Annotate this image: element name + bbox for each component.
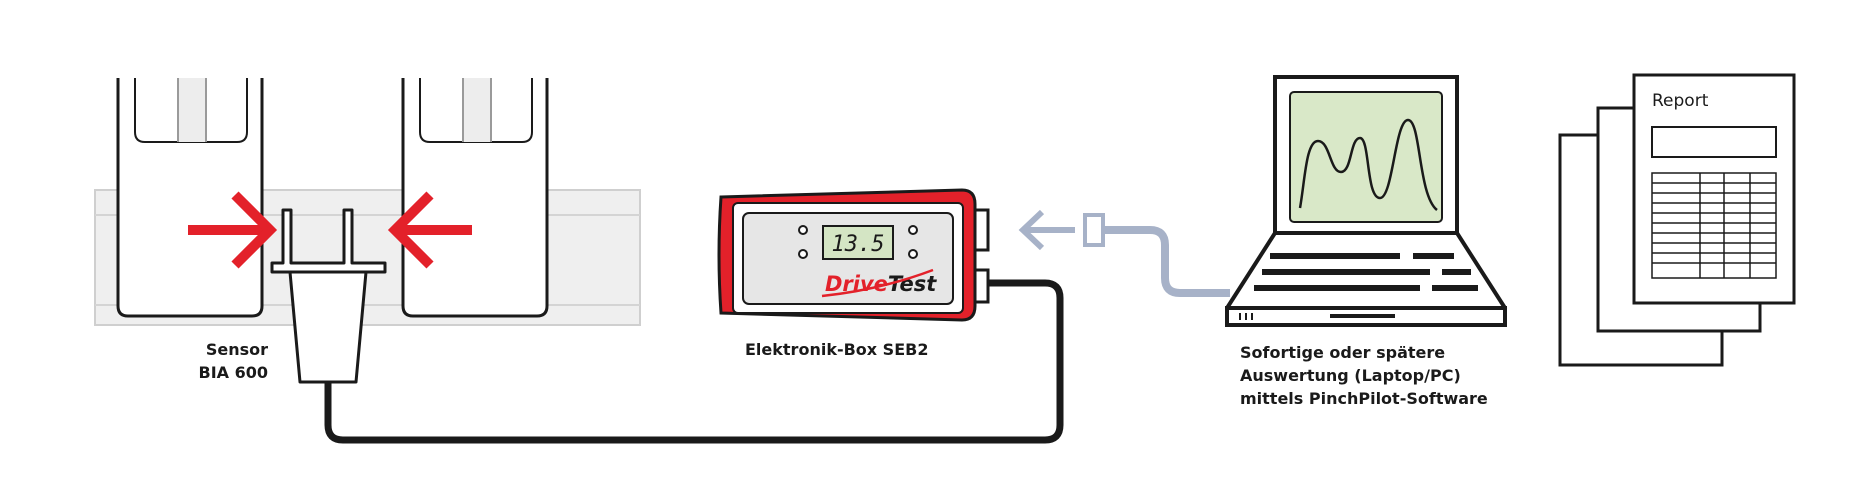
svg-text:Auswertung (Laptop/PC): Auswertung (Laptop/PC) [1240, 366, 1461, 385]
report-page-front [1632, 73, 1796, 305]
indicator-led [798, 249, 808, 259]
pinch-force-arrow-left [188, 191, 278, 269]
data-transfer-arrow [1018, 209, 1075, 251]
svg-text:Sofortige oder spätere: Sofortige oder spätere [1240, 343, 1445, 362]
svg-text:DriveTest: DriveTest [825, 272, 937, 296]
lcd-display [822, 225, 894, 260]
sensor-label: Sensor BIA 600 [199, 340, 269, 382]
left-door-panel [116, 78, 264, 318]
indicator-led [908, 249, 918, 259]
box-label: Elektronik-Box SEB2 [745, 340, 928, 359]
indicator-led [798, 225, 808, 235]
svg-text:Sensor: Sensor [206, 340, 268, 359]
drivetest-logo: DriveTest [821, 268, 937, 298]
svg-text:BIA 600: BIA 600 [199, 363, 269, 382]
pinch-force-arrow-right [387, 191, 472, 269]
report-documents: Report [1558, 73, 1796, 367]
right-door-panel [401, 78, 549, 318]
laptop [1225, 75, 1507, 327]
laptop-keyboard [1254, 253, 1478, 291]
evaluation-label: Sofortige oder spätere Auswertung (Lapto… [1240, 343, 1488, 408]
usb-plug [1083, 213, 1105, 247]
vehicle-door-scene [94, 78, 641, 326]
sensor-bia-600 [270, 208, 387, 384]
svg-text:mittels PinchPilot-Software: mittels PinchPilot-Software [1240, 389, 1488, 408]
lcd-value: 13.5 [832, 232, 885, 257]
measurement-curve [1298, 118, 1438, 211]
sensor-cable [324, 279, 1064, 444]
indicator-led [908, 225, 918, 235]
report-table [1651, 172, 1777, 279]
usb-cable [1105, 226, 1230, 297]
electronics-box-seb2: 13.5 DriveTest [717, 188, 990, 322]
report-header-box [1651, 126, 1777, 158]
report-title: Report [1652, 91, 1709, 111]
